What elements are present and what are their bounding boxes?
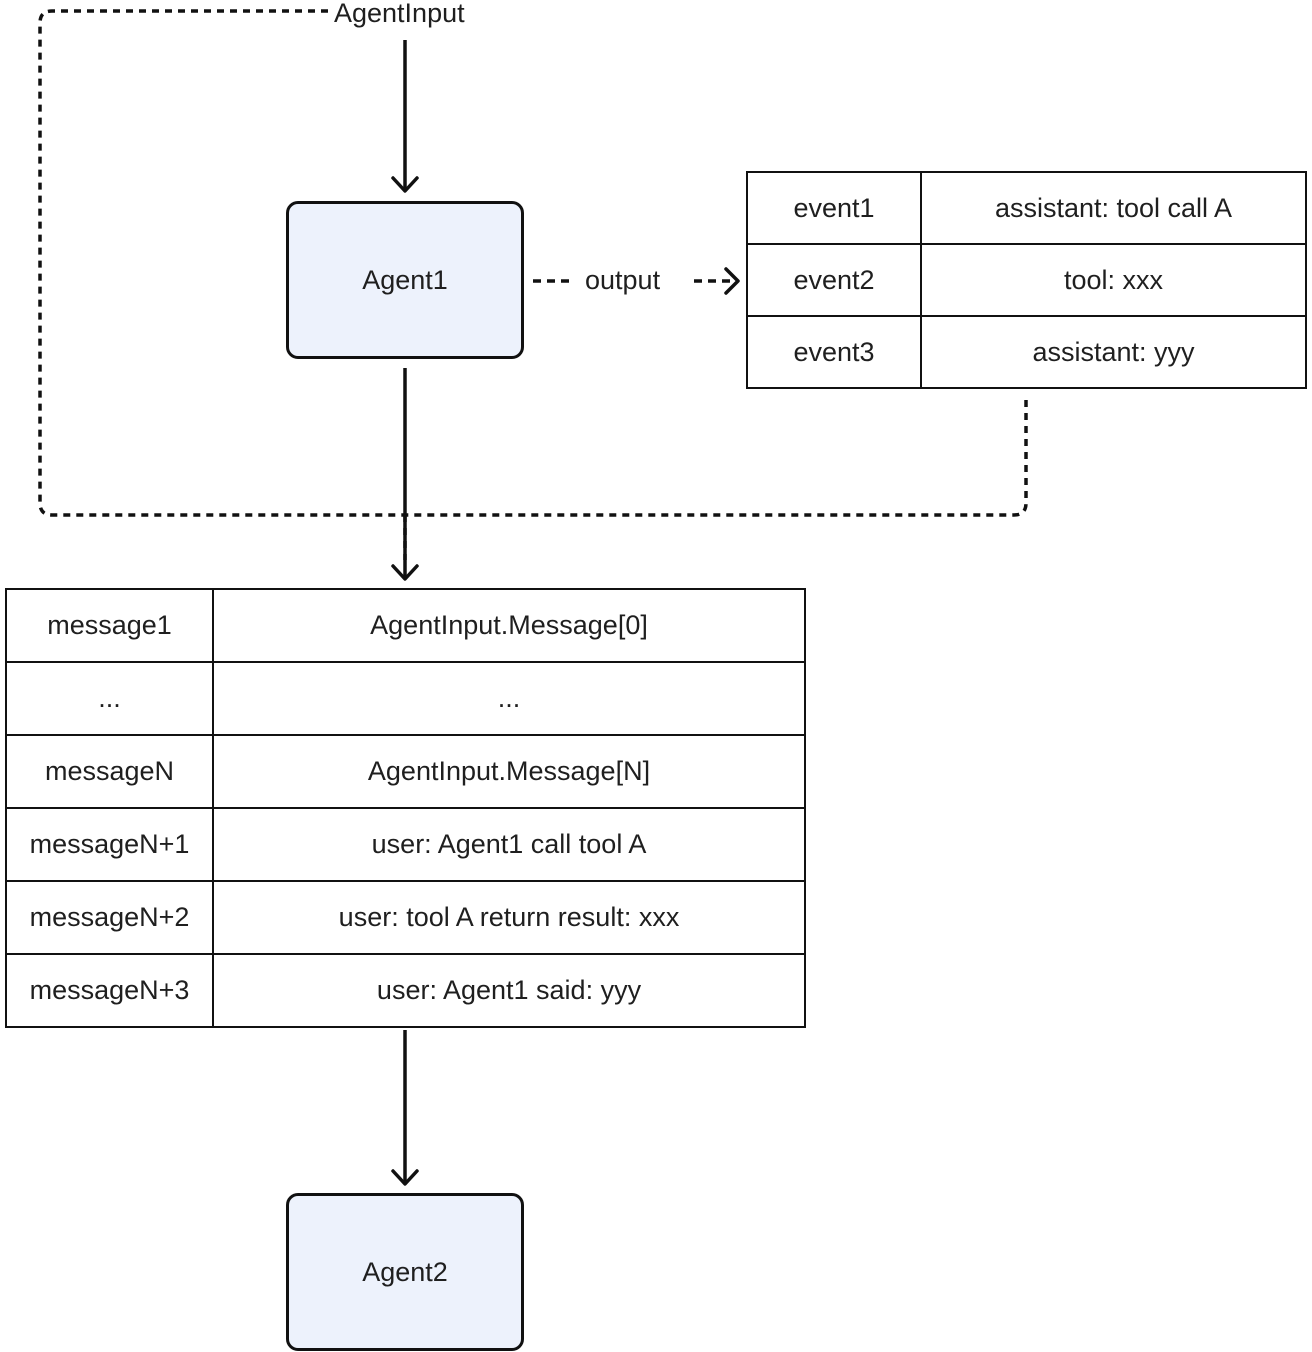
messages-table: message1 AgentInput.Message[0] ... ... m… bbox=[5, 588, 806, 1028]
table-row: messageN+1 user: Agent1 call tool A bbox=[5, 807, 806, 882]
dashed-input-loop bbox=[38, 9, 1028, 517]
table-row: event2 tool: xxx bbox=[746, 243, 1307, 317]
table-row: messageN+2 user: tool A return result: x… bbox=[5, 880, 806, 955]
arrowhead-output bbox=[724, 267, 740, 295]
table-row: messageN+3 user: Agent1 said: yyy bbox=[5, 953, 806, 1028]
message-id-cell: messageN bbox=[5, 734, 214, 809]
message-content-cell: AgentInput.Message[0] bbox=[212, 588, 806, 663]
event-id-cell: event2 bbox=[746, 243, 922, 317]
arrowhead-agent1-to-messages bbox=[391, 564, 419, 581]
message-id-cell: ... bbox=[5, 661, 214, 736]
message-content-cell: ... bbox=[212, 661, 806, 736]
agent2-label: Agent2 bbox=[362, 1256, 448, 1287]
event-content-cell: tool: xxx bbox=[920, 243, 1307, 317]
message-id-cell: messageN+2 bbox=[5, 880, 214, 955]
table-row: messageN AgentInput.Message[N] bbox=[5, 734, 806, 809]
message-id-cell: messageN+1 bbox=[5, 807, 214, 882]
message-id-cell: messageN+3 bbox=[5, 953, 214, 1028]
event-id-cell: event1 bbox=[746, 171, 922, 245]
message-content-cell: AgentInput.Message[N] bbox=[212, 734, 806, 809]
events-table: event1 assistant: tool call A event2 too… bbox=[746, 171, 1307, 389]
arrowhead-input-to-agent1 bbox=[391, 176, 419, 193]
table-row: event3 assistant: yyy bbox=[746, 315, 1307, 389]
table-row: ... ... bbox=[5, 661, 806, 736]
table-row: message1 AgentInput.Message[0] bbox=[5, 588, 806, 663]
event-id-cell: event3 bbox=[746, 315, 922, 389]
agent-input-label: AgentInput bbox=[330, 0, 469, 27]
arrowhead-messages-to-agent2 bbox=[391, 1169, 419, 1186]
event-content-cell: assistant: tool call A bbox=[920, 171, 1307, 245]
table-row: event1 assistant: tool call A bbox=[746, 171, 1307, 245]
agent1-label: Agent1 bbox=[362, 264, 448, 295]
agent1-node: Agent1 bbox=[286, 201, 524, 359]
message-content-cell: user: tool A return result: xxx bbox=[212, 880, 806, 955]
event-content-cell: assistant: yyy bbox=[920, 315, 1307, 389]
message-content-cell: user: Agent1 call tool A bbox=[212, 807, 806, 882]
output-label: output bbox=[585, 265, 661, 295]
message-id-cell: message1 bbox=[5, 588, 214, 663]
message-content-cell: user: Agent1 said: yyy bbox=[212, 953, 806, 1028]
agent2-node: Agent2 bbox=[286, 1193, 524, 1351]
